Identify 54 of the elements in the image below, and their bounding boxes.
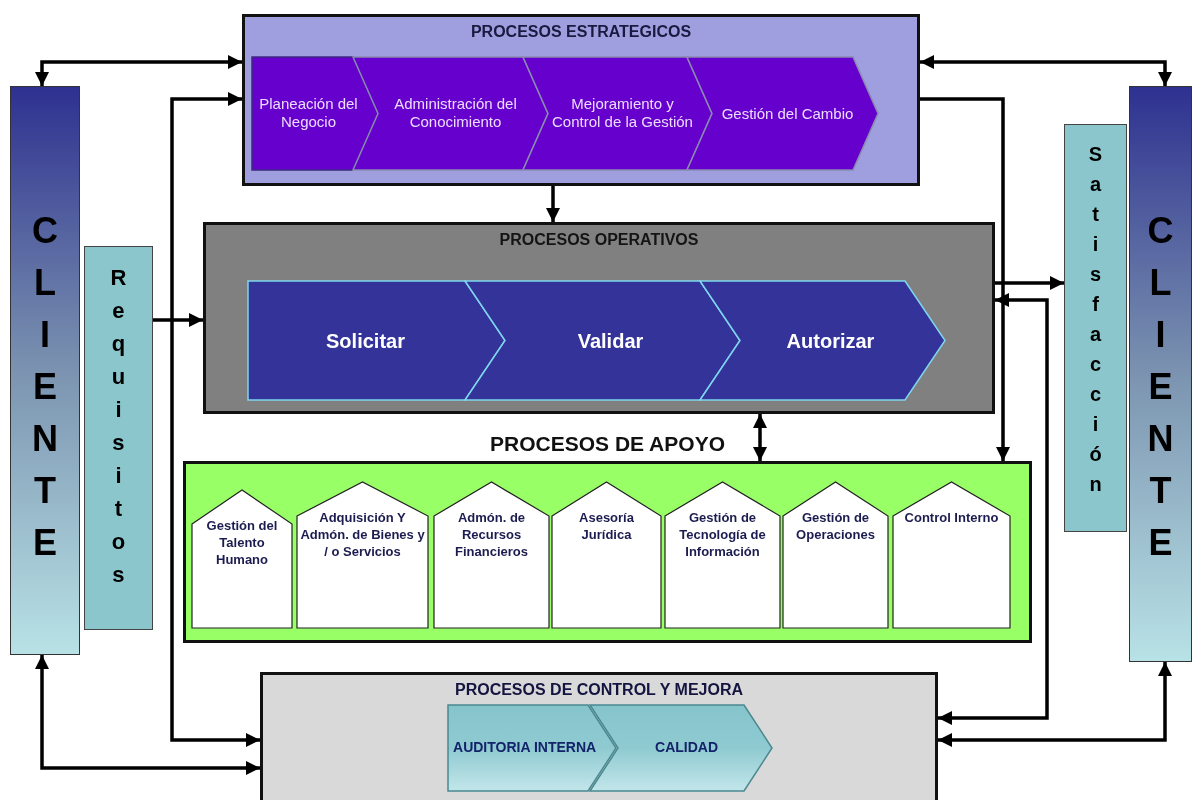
connector-arrow: [153, 313, 203, 327]
vertical-label: Satisfacción: [1087, 142, 1112, 497]
connector-arrow: [938, 662, 1172, 747]
step-label: Gestión del Talento Humano: [205, 518, 279, 569]
connector-arrow: [35, 55, 242, 86]
pentagon-step: [552, 482, 661, 628]
step-label: Admón. de Recursos Financieros: [454, 510, 529, 561]
process-group-panel: [203, 222, 995, 414]
chevron-step: [448, 705, 616, 791]
step-label: Validar: [576, 328, 645, 353]
step-label: CALIDAD: [654, 739, 720, 757]
chevron-step: [248, 281, 505, 400]
step-label: Control Interno: [903, 510, 1000, 527]
step-label: AUDITORIA INTERNA: [452, 739, 598, 757]
pentagon-step: [192, 490, 292, 628]
step-label: Administración del Conocimiento: [393, 94, 518, 133]
pentagon-step: [665, 482, 780, 628]
vertical-tab: [84, 246, 153, 630]
connector-arrow: [920, 55, 1172, 86]
chevron-step: [700, 281, 945, 400]
connector-arrow: [995, 276, 1064, 290]
connector-arrow: [546, 186, 560, 222]
chevron-step: [523, 57, 712, 170]
vertical-label: Requisitos: [109, 264, 137, 589]
vertical-label: CLIENTE: [31, 209, 74, 565]
group-heading: PROCESOS ESTRATEGICOS: [469, 23, 693, 41]
pentagon-step: [783, 482, 888, 628]
process-group-panel: [242, 14, 920, 186]
step-label: Mejoramiento y Control de la Gestión: [551, 94, 694, 133]
connector-arrow: [938, 293, 1049, 725]
chevron-step: [465, 281, 740, 400]
step-label: Gestión del Cambio: [720, 104, 855, 123]
client-bar: [1129, 86, 1192, 662]
connector-arrow: [170, 92, 260, 747]
step-label: Adquisición Y Admón. de Bienes y / o Servicios: [300, 510, 425, 561]
pentagon-step: [434, 482, 549, 628]
group-heading: PROCESOS DE CONTROL Y MEJORA: [453, 681, 745, 699]
step-label: Gestión de Tecnología de Información: [678, 510, 767, 561]
step-label: Gestión de Operaciones: [795, 510, 876, 544]
step-label: Asesoría Jurídica: [578, 510, 635, 544]
connector-arrow: [753, 414, 767, 461]
pentagon-step: [297, 482, 428, 628]
step-label: Solicitar: [325, 328, 406, 353]
vertical-tab: [1064, 124, 1127, 532]
step-label: Planeación del Negocio: [258, 94, 359, 133]
vertical-label: CLIENTE: [1146, 209, 1189, 565]
step-label: Autorizar: [785, 328, 876, 353]
client-bar: [10, 86, 80, 655]
group-heading: PROCESOS DE APOYO: [489, 432, 726, 456]
connector-arrow: [35, 655, 260, 775]
group-heading: PROCESOS OPERATIVOS: [498, 231, 700, 249]
connector-arrow: [920, 97, 1010, 461]
process-group-panel: [260, 672, 938, 800]
pentagon-step: [893, 482, 1010, 628]
